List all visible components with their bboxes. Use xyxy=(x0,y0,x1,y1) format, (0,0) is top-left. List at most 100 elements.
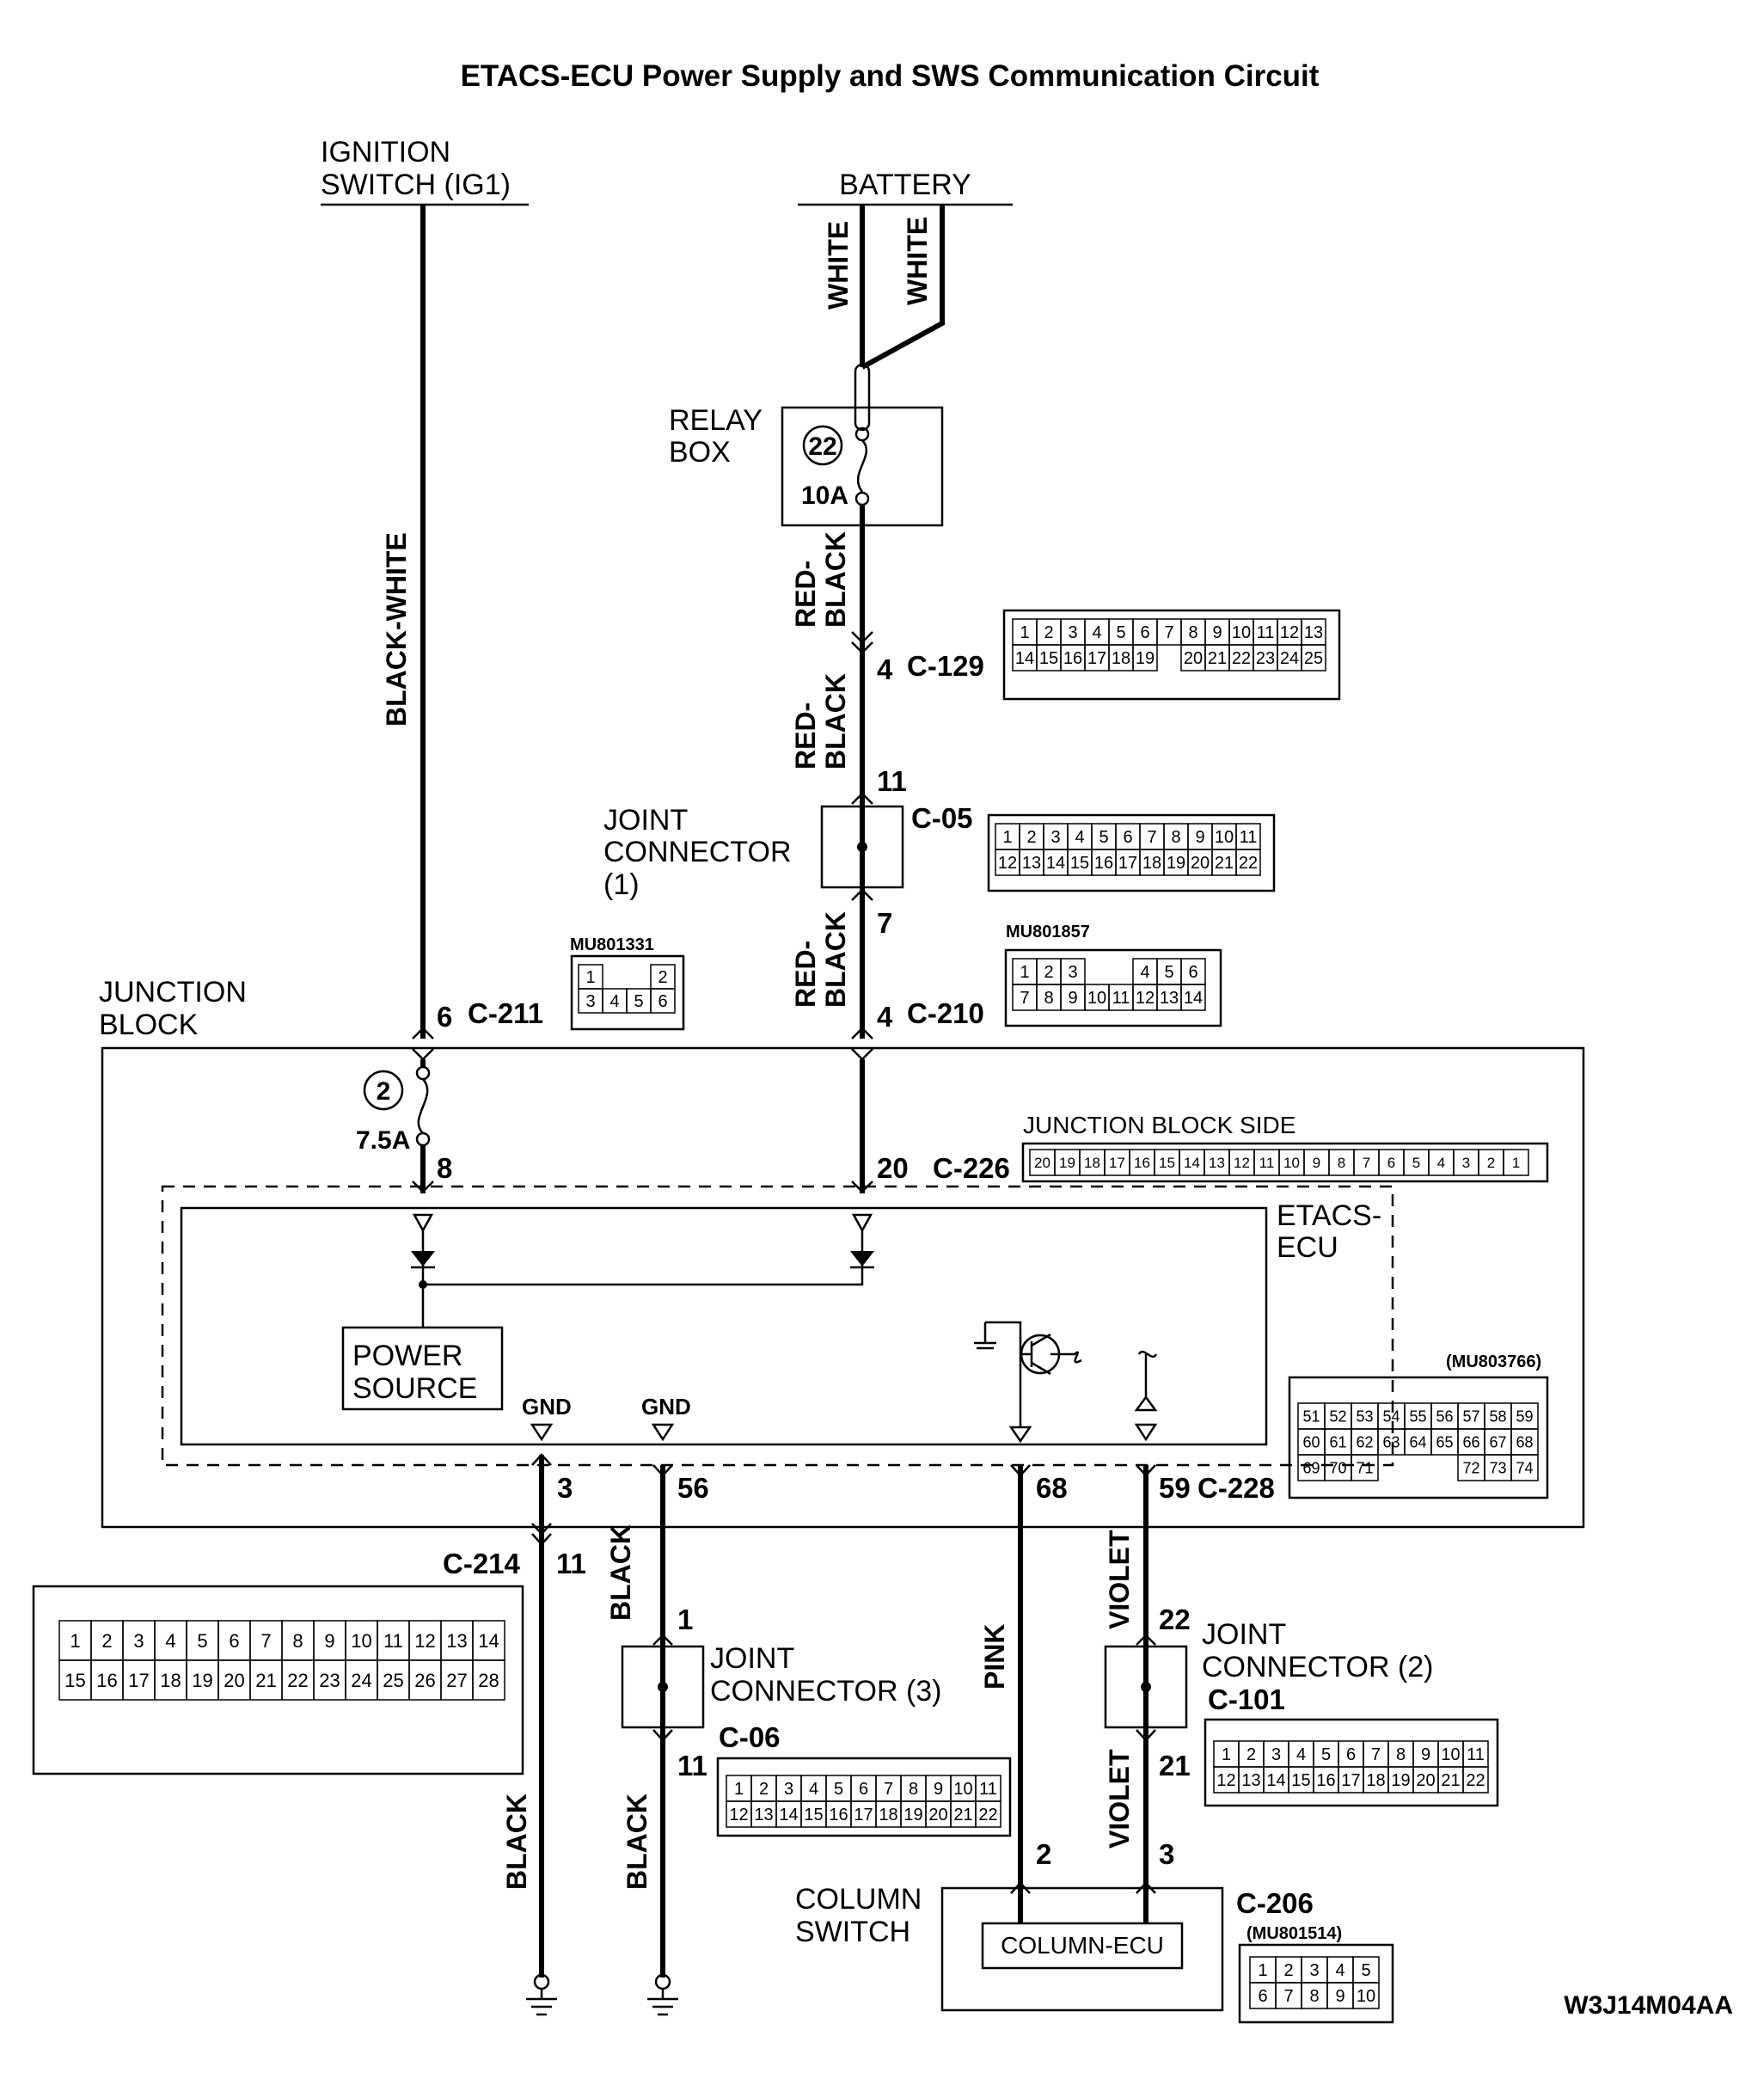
c06-pin-number: 15 xyxy=(804,1806,823,1824)
c214-pin-number: 6 xyxy=(229,1630,239,1652)
c101-pin-number: 16 xyxy=(1316,1771,1335,1790)
relay-box-label-line2: BOX xyxy=(669,436,731,469)
mu801514-pin-number: 4 xyxy=(1335,1961,1344,1980)
terminal-59-icon xyxy=(1134,1350,1158,1442)
c06-pin-number: 16 xyxy=(829,1806,848,1824)
mu803766-pin-number: 58 xyxy=(1489,1407,1506,1425)
joint-dot-3 xyxy=(658,1682,668,1692)
jb-fuse-icon xyxy=(417,1078,429,1134)
c129-pin-number: 19 xyxy=(1136,649,1155,668)
ignition-label-line1: IGNITION xyxy=(321,136,450,169)
c101-pin-number: 8 xyxy=(1396,1745,1406,1764)
c226-pin-number: 12 xyxy=(1234,1155,1250,1171)
c05-pin-number: 15 xyxy=(1070,854,1089,873)
pin-jc2-in: 22 xyxy=(1159,1604,1191,1635)
relay-box-label-line1: RELAY xyxy=(669,404,763,437)
c06-frame xyxy=(716,1757,1012,1837)
c05-pin-number: 21 xyxy=(1215,854,1234,873)
transistor-symbol xyxy=(1020,1333,1082,1376)
c214-pin-number: 23 xyxy=(319,1670,340,1691)
c05-pin-number: 6 xyxy=(1123,828,1132,847)
mu801857-pin-number: 3 xyxy=(1068,963,1077,982)
c214-pin-number: 3 xyxy=(133,1630,144,1652)
mu801857-pin-number: 8 xyxy=(1044,989,1053,1008)
mu803766-pin-number: 64 xyxy=(1409,1433,1426,1450)
mu801514-pin-number: 3 xyxy=(1309,1961,1319,1980)
c214-pin-number: 16 xyxy=(96,1670,117,1691)
c226-pin-number: 5 xyxy=(1412,1155,1420,1171)
power-source-line2: SOURCE xyxy=(352,1372,477,1405)
c05-pin-number: 1 xyxy=(1002,828,1012,847)
fuse-rating: 10A xyxy=(801,481,848,510)
mu803766-pin-number: 66 xyxy=(1462,1433,1479,1450)
c05-pin-number: 19 xyxy=(1167,854,1185,873)
c101-pin-number: 4 xyxy=(1296,1745,1306,1764)
c06-pin-number: 1 xyxy=(734,1780,744,1799)
pin-col-b: 3 xyxy=(1159,1838,1174,1870)
c214-pin-number: 11 xyxy=(383,1630,403,1652)
c101-frame xyxy=(1204,1718,1499,1807)
fuse-icon xyxy=(856,439,868,493)
mu803766-pin-number: 54 xyxy=(1382,1407,1400,1425)
gnd-label-1: GND xyxy=(522,1394,572,1420)
jb-fuse-number-circle xyxy=(363,1070,404,1111)
jc1-label-line1: JOINT xyxy=(603,804,688,837)
connector-label-c214: C-214 xyxy=(443,1548,521,1579)
c101-pin-number: 14 xyxy=(1266,1771,1285,1790)
c129-pin-number: 3 xyxy=(1068,623,1077,642)
c214-pin-number: 2 xyxy=(101,1630,112,1652)
pin-jc3-out: 11 xyxy=(677,1750,707,1781)
connector-label-c06: C-06 xyxy=(719,1721,781,1753)
c06-pin-number: 5 xyxy=(834,1780,843,1799)
c129-pin-number: 4 xyxy=(1092,623,1101,642)
c129-pin-number: 21 xyxy=(1208,649,1227,668)
c05-pin-number: 13 xyxy=(1022,854,1041,873)
mu801857-pin-number: 11 xyxy=(1112,989,1130,1008)
mu801514-pin-number: 7 xyxy=(1283,1987,1293,2006)
jb-fuse-terminal-bottom xyxy=(415,1131,431,1147)
c226-pin-number: 15 xyxy=(1159,1155,1175,1171)
c214-pin-number: 21 xyxy=(255,1670,276,1691)
c214-pin-number: 18 xyxy=(160,1670,181,1691)
c226-pin-number: 4 xyxy=(1437,1155,1445,1171)
wire-label-black-3: BLACK xyxy=(820,911,851,1008)
mu803766-pin-number: 60 xyxy=(1302,1433,1320,1450)
mu801514-pin-cell xyxy=(1352,1982,1380,2009)
wire-label-black-gnd1: BLACK xyxy=(501,1794,532,1890)
mu801514-pin-number: 6 xyxy=(1258,1987,1267,2006)
mu803766-pin-number: 71 xyxy=(1356,1459,1373,1476)
fuse-terminal-bottom xyxy=(854,491,870,506)
connector-label-c228: C-228 xyxy=(1197,1472,1275,1504)
c129-pin-number: 11 xyxy=(1257,623,1275,642)
gnd-terminal-icons xyxy=(530,1423,675,1442)
c101-pin-number: 20 xyxy=(1416,1771,1435,1790)
c06-pin-number: 10 xyxy=(953,1780,972,1799)
c05-pin-number: 22 xyxy=(1239,854,1258,873)
diagram-title: ETACS-ECU Power Supply and SWS Communica… xyxy=(461,59,1320,93)
input-terminal-icons xyxy=(412,1213,873,1233)
c06-pin-number: 3 xyxy=(784,1780,793,1799)
c214-pin-number: 24 xyxy=(351,1670,371,1691)
etacs-label-line2: ECU xyxy=(1277,1231,1338,1264)
c214-pin-number: 4 xyxy=(165,1630,175,1652)
wire-label-violet-1: VIOLET xyxy=(1104,1530,1135,1629)
mu801857-pin-number: 6 xyxy=(1188,963,1197,982)
c06-pin-number: 21 xyxy=(953,1806,972,1824)
connector-label-c206: C-206 xyxy=(1236,1887,1314,1919)
mu803766-pin-number: 63 xyxy=(1382,1433,1400,1450)
transistor-ground-icon xyxy=(974,1321,1022,1427)
c226-pin-number: 16 xyxy=(1134,1155,1150,1171)
mu801331-pin-number: 3 xyxy=(585,992,595,1011)
wire-white xyxy=(860,205,945,370)
mu801857-pin-number: 13 xyxy=(1160,989,1179,1008)
c129-pin-number: 23 xyxy=(1256,649,1275,668)
c214-pin-number: 22 xyxy=(287,1670,308,1691)
diode-junction-dot xyxy=(419,1280,427,1289)
mu801514-pin-number: 2 xyxy=(1283,1961,1293,1980)
c06-pin-number: 8 xyxy=(909,1780,918,1799)
c214-pin-number: 27 xyxy=(446,1670,467,1691)
c214-pin-number: 25 xyxy=(383,1670,403,1691)
